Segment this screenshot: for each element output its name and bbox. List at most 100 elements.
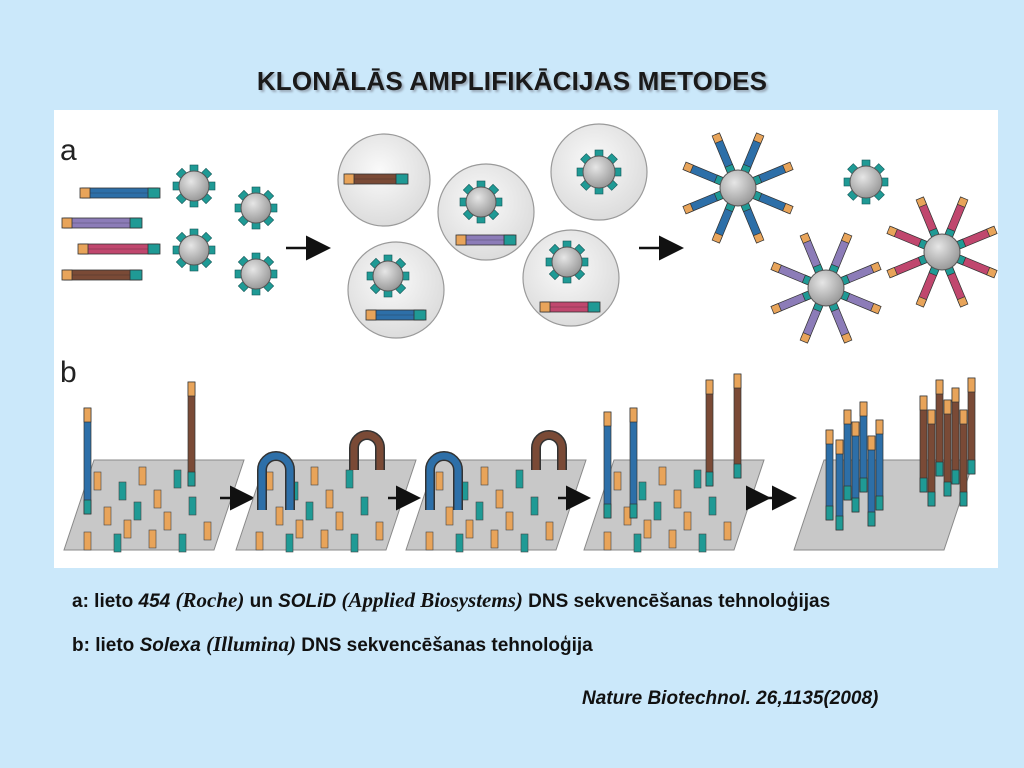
surface-primer (360, 496, 369, 516)
surface-strand (603, 411, 612, 519)
surface-primer (480, 466, 489, 486)
surface-primer (603, 531, 612, 551)
surface-strand (835, 439, 844, 531)
surface-primer (465, 519, 474, 539)
amplified-bead (886, 196, 998, 308)
surface-primer (520, 533, 529, 553)
surface-primer (435, 471, 444, 491)
surface-primer (658, 466, 667, 486)
surface-primer (255, 531, 264, 551)
surface-primer (633, 533, 642, 553)
surface-primer (723, 521, 732, 541)
surface-primer (173, 469, 182, 489)
surface-strand (851, 421, 860, 513)
surface-primer (495, 489, 504, 509)
capture-bead (576, 149, 622, 195)
dna-fragment (79, 187, 161, 199)
surface-strand (967, 377, 976, 475)
dna-fragment (343, 173, 409, 185)
surface-primer (350, 533, 359, 553)
surface-primer (178, 533, 187, 553)
surface-primer (693, 469, 702, 489)
slide-title: KLONĀLĀS AMPLIFIKĀCIJAS METODES (256, 66, 768, 96)
surface-strand (927, 409, 936, 507)
surface-primer (668, 529, 677, 549)
capture-bead (234, 186, 278, 230)
surface-primer (265, 471, 274, 491)
capture-bead (459, 180, 503, 224)
surface-primer (148, 529, 157, 549)
surface-primer (455, 533, 464, 553)
capture-bead (843, 159, 889, 205)
panel-b-bridge-amplification (63, 373, 976, 553)
surface-primer (683, 511, 692, 531)
surface-primer (425, 531, 434, 551)
surface-primer (445, 506, 454, 526)
surface-primer (113, 533, 122, 553)
surface-primer (335, 511, 344, 531)
capture-bead (172, 164, 216, 208)
surface-strand (875, 419, 884, 511)
capture-bead (172, 228, 216, 272)
panel-b-label: b (60, 356, 77, 389)
surface-strand (187, 381, 196, 487)
dna-fragment (77, 243, 161, 255)
surface-primer (118, 481, 127, 501)
surface-primer (93, 471, 102, 491)
capture-bead (545, 240, 589, 284)
surface-strand (959, 409, 968, 507)
surface-primer (375, 521, 384, 541)
surface-primer (275, 506, 284, 526)
amplified-bead (770, 232, 882, 344)
surface-primer (708, 496, 717, 516)
surface-primer (515, 469, 524, 489)
panel-a-emulsion-pcr (61, 123, 998, 344)
dna-fragment (539, 301, 601, 313)
surface-primer (153, 489, 162, 509)
caption-b: b: lieto Solexa (Illumina) DNS sekvencēš… (72, 632, 593, 656)
panel-a-label: a (60, 134, 77, 167)
surface-primer (475, 501, 484, 521)
dna-fragment (61, 217, 143, 229)
surface-primer (163, 511, 172, 531)
surface-primer (203, 521, 212, 541)
surface-primer (123, 519, 132, 539)
surface-strand (951, 387, 960, 485)
surface-primer (325, 489, 334, 509)
surface-primer (643, 519, 652, 539)
surface-strand (867, 435, 876, 527)
surface-primer (83, 531, 92, 551)
dna-fragment (455, 234, 517, 246)
surface-strand (859, 401, 868, 493)
surface-strand (83, 407, 92, 515)
citation: Nature Biotechnol. 26,1135(2008) (582, 688, 879, 709)
surface-strand (935, 379, 944, 477)
surface-primer (673, 489, 682, 509)
surface-primer (188, 496, 197, 516)
dna-fragment (61, 269, 143, 281)
surface-primer (103, 506, 112, 526)
surface-primer (613, 471, 622, 491)
dna-fragment (365, 309, 427, 321)
amplification-figure: a b (54, 110, 998, 568)
surface-strand (843, 409, 852, 501)
surface-primer (310, 466, 319, 486)
surface-primer (490, 529, 499, 549)
surface-primer (698, 533, 707, 553)
surface-strand (919, 395, 928, 493)
surface-primer (638, 481, 647, 501)
surface-primer (295, 519, 304, 539)
caption-a: a: lieto 454 (Roche) un SOLiD (Applied B… (72, 588, 831, 612)
capture-bead (366, 254, 410, 298)
surface-primer (285, 533, 294, 553)
surface-primer (320, 529, 329, 549)
surface-primer (545, 521, 554, 541)
surface-primer (305, 501, 314, 521)
surface-primer (138, 466, 147, 486)
surface-primer (653, 501, 662, 521)
surface-primer (345, 469, 354, 489)
surface-primer (530, 496, 539, 516)
surface-strand (943, 399, 952, 497)
surface-strand (629, 407, 638, 519)
surface-strand (733, 373, 742, 479)
